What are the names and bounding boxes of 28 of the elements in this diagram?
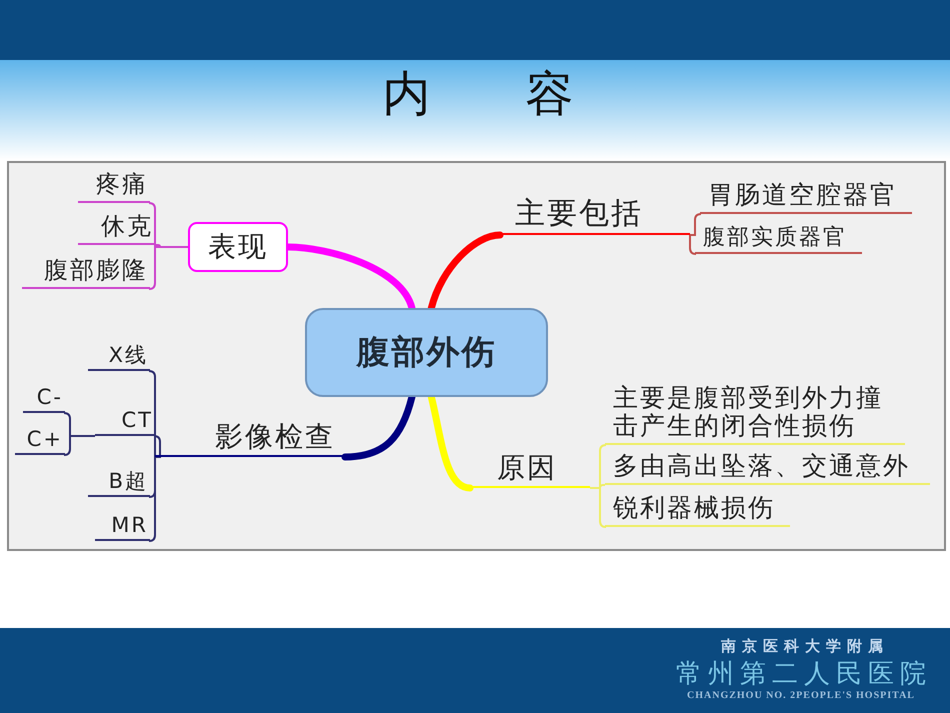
slide-title: 内 容 (381, 65, 575, 124)
branch-line (689, 234, 697, 255)
branch-line (153, 435, 161, 458)
underlined-topic: 多由高出坠落、交通意外 (605, 450, 930, 485)
central-topic-box: 腹部外伤 (305, 308, 548, 397)
topic-box: 表现 (188, 222, 288, 272)
underlined-topic: 主要是腹部受到外力撞击产生的闭合性损伤 (605, 378, 905, 445)
underlined-topic: X线 (88, 336, 150, 371)
underlined-topic: CT (95, 401, 155, 436)
underlined-topic: 休克 (78, 210, 155, 245)
institution-name: 南京医科大学附属 (720, 637, 890, 656)
underlined-topic: 腹部膨隆 (22, 254, 150, 289)
underlined-topic: C- (23, 378, 65, 413)
branch-line (148, 370, 156, 458)
underlined-topic: 腹部实质器官 (695, 219, 862, 254)
branch-line (63, 435, 95, 456)
underlined-topic: MR (95, 506, 150, 541)
underlined-topic: 疼痛 (78, 168, 150, 203)
underlined-topic: 胃肠道空腔器官 (700, 179, 912, 214)
underlined-topic: B超 (88, 462, 150, 497)
underlined-topic: C+ (15, 420, 65, 455)
underlined-topic: 锐利器械损伤 (605, 492, 790, 527)
underlined-topic: 主要包括 (500, 190, 690, 235)
underlined-topic: 影像检查 (155, 410, 345, 457)
hospital-name: 常州第二人民医院 (676, 658, 926, 691)
hospital-english-name: CHANGZHOU NO. 2PEOPLE'S HOSPITAL (686, 690, 916, 701)
underlined-topic: 原因 (470, 441, 590, 488)
branch-line (148, 456, 156, 542)
